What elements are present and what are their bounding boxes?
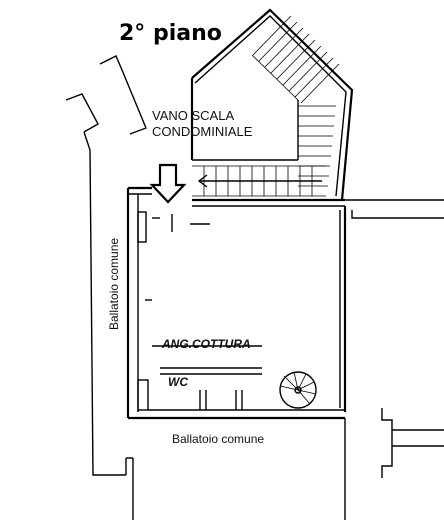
entrance-arrow-icon — [149, 163, 187, 204]
wc-label: WC — [168, 375, 188, 389]
angled-walls-top-left — [65, 55, 147, 520]
plan-title: 2° piano — [119, 21, 222, 46]
apartment-walls — [126, 186, 347, 420]
stairwell-label-line2: CONDOMINIALE — [152, 124, 253, 139]
kitchen-label: ANG.COTTURA — [161, 337, 251, 351]
stairwell-label-line1: VANO SCALA — [152, 108, 234, 123]
stairwell — [190, 8, 354, 201]
balcony-bottom-label: Ballatoio comune — [172, 432, 264, 446]
stair-direction-arrow — [197, 174, 322, 188]
stair-flight-right — [298, 105, 336, 187]
spiral-stair-icon — [279, 371, 317, 409]
balcony-left-label: Ballatoio comune — [107, 238, 121, 330]
external-walls-right — [344, 199, 444, 520]
stair-flight-upper — [251, 15, 340, 104]
